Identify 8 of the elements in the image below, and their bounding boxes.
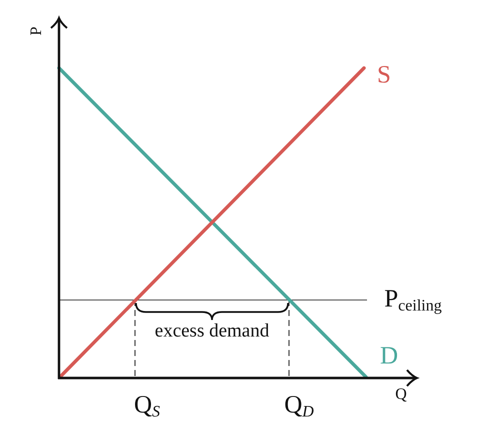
curve-label: D [380, 344, 398, 368]
axis-label: P [29, 26, 45, 36]
brace-label: excess demand [154, 322, 270, 340]
axis-label: Q [395, 387, 407, 403]
tick-label: Q$_{D}$ [284, 392, 314, 418]
line-label: P$_{ceiling}$ [384, 286, 442, 312]
curve-label: S [377, 62, 391, 88]
tick-label: Q$_{S}$ [134, 392, 160, 418]
